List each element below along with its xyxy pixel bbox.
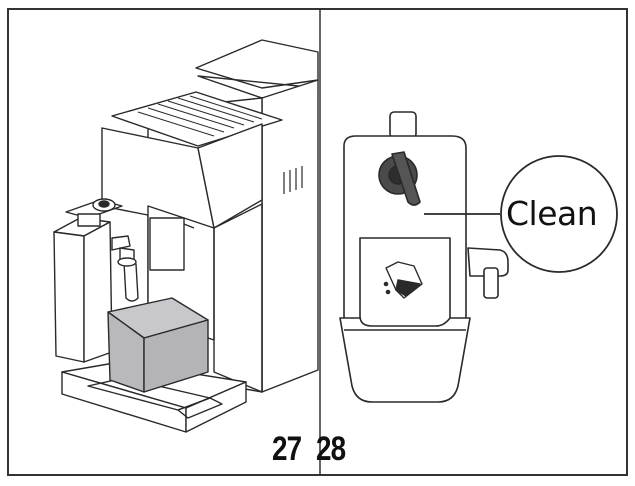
figure-number-27: 27: [272, 430, 302, 468]
jug-pictogram: [383, 261, 423, 299]
figure-number-28: 28: [316, 430, 346, 468]
cup-warmer-grille: [137, 95, 263, 137]
outer-frame: [7, 8, 628, 476]
callout-circle: [500, 155, 618, 273]
figure-28-jug-drawing: [339, 111, 509, 403]
clean-callout: [424, 155, 618, 273]
figure-27-machine-drawing: [53, 39, 319, 433]
clean-callout-label: Clean: [506, 194, 598, 233]
side-vents: [283, 166, 303, 194]
